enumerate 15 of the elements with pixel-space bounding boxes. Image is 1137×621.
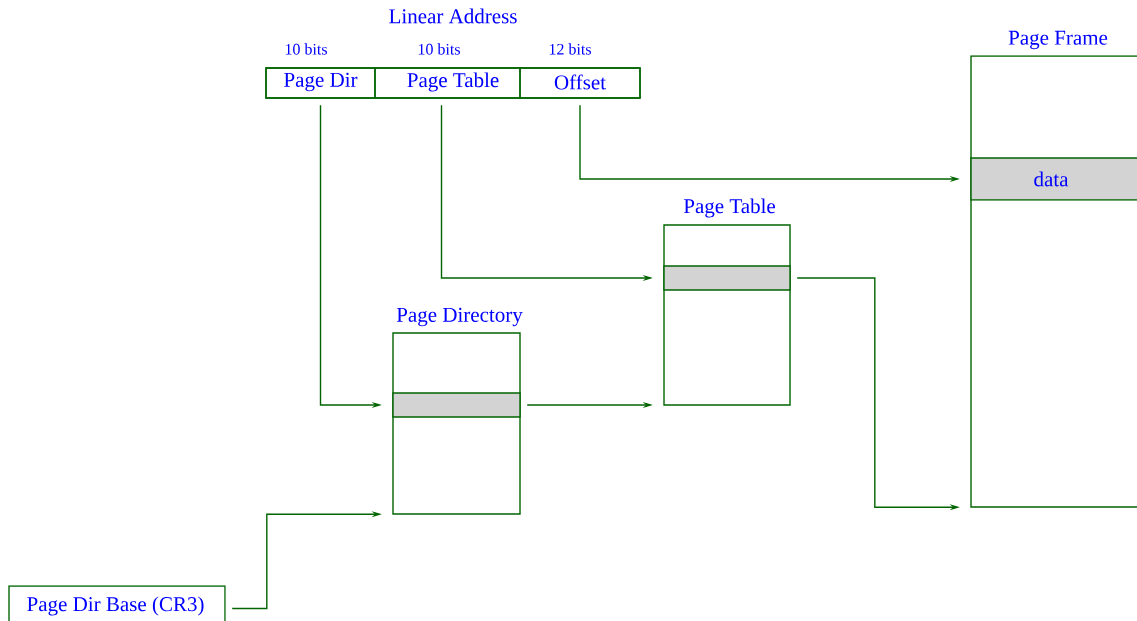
- node-label: 10 bits: [285, 43, 327, 55]
- register-box: Page Dir Base (CR3): [8, 585, 226, 621]
- address-field: 10 bits Page Table: [374, 43, 521, 99]
- node-label: 10 bits: [418, 43, 460, 55]
- node-label: Page Directory: [396, 307, 523, 327]
- page-table-box: Page Table: [663, 198, 791, 406]
- node-label: Linear Address: [389, 8, 517, 24]
- table-entry-bar: [663, 265, 791, 291]
- data-entry: data: [970, 157, 1137, 201]
- node-label: 12 bits: [549, 43, 591, 55]
- address-field: 10 bits Page Dir: [265, 43, 376, 99]
- address-field: 12 bits Offset: [519, 43, 641, 99]
- page-directory-box: Page Directory: [392, 307, 523, 515]
- table-entry-bar: [392, 392, 521, 418]
- node-label: Page Table: [683, 198, 776, 218]
